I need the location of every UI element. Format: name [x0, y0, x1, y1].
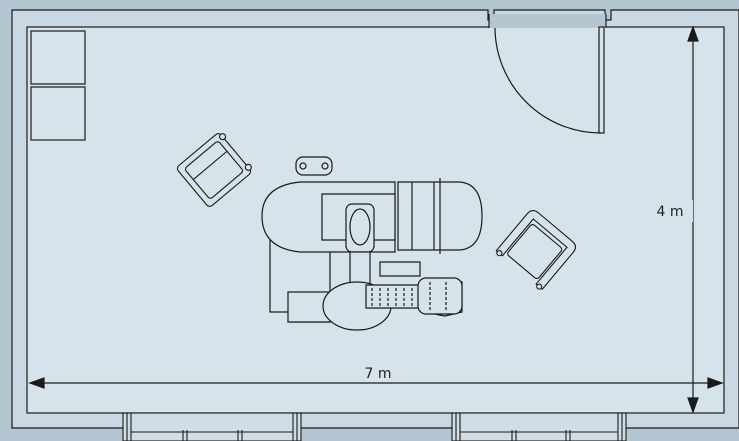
height-label-bg — [665, 200, 693, 222]
dimension-width — [28, 377, 724, 389]
chair-left — [176, 133, 252, 207]
robotic-system — [261, 156, 483, 331]
width-dimension-label: 7 m — [365, 366, 392, 382]
height-dimension-label: 4 m — [657, 204, 684, 220]
door-swing — [494, 26, 605, 134]
chair-right — [495, 210, 576, 290]
bottom-window-right — [451, 412, 627, 441]
bottom-window-left — [122, 412, 302, 441]
storage-cabinets — [30, 30, 86, 141]
